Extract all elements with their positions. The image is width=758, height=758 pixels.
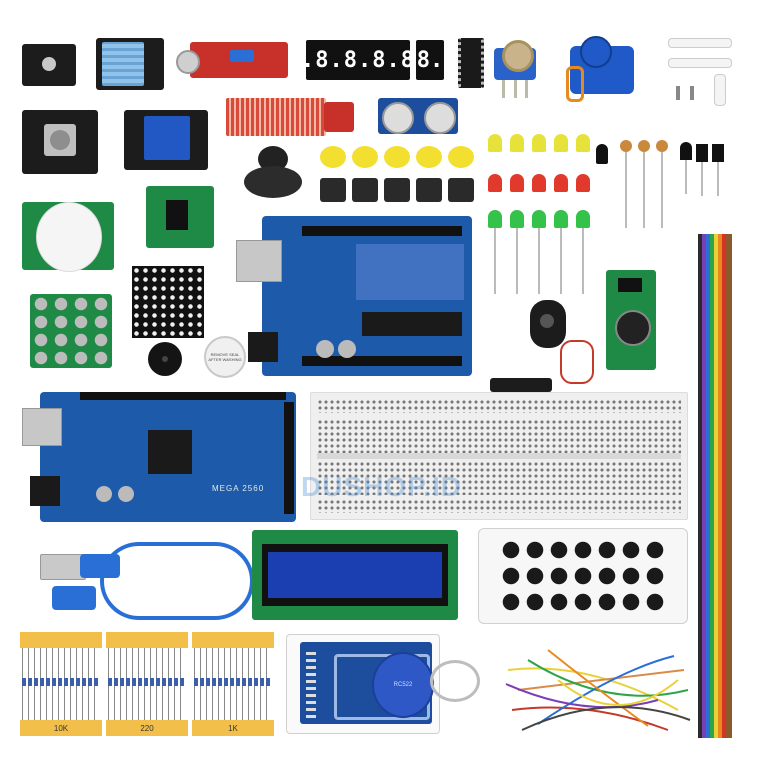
resistor-tape-label-10k: 10K [53,723,69,733]
led-matrix [132,266,204,338]
ic-chip [458,38,484,88]
resistor-tape-1k: 1K [192,632,274,736]
resistor-tape-220: 220 [106,632,188,736]
watermark-text: DUSHOP.ID [301,471,462,502]
resistor-tape-label-220: 220 [140,723,154,733]
jumper-wires-bundle [498,640,694,738]
transistors [680,142,726,198]
arduino-uno-board [236,216,472,376]
rainbow-ribbon-cable [698,234,732,738]
single-segment-digit: 8. [416,47,444,73]
ir-receiver [596,144,608,164]
water-level-sensor [226,98,356,136]
jumper-wires-drawing [505,649,691,731]
relay-module [124,110,208,170]
usb-cable [40,540,254,620]
sound-sensor-module [176,42,288,78]
breadboard: DUSHOP.ID [301,392,688,520]
rfid-keyfob-tag: RC522 [372,652,434,718]
membrane-keypad-board [30,294,112,368]
keyring [430,660,480,702]
servo-motor [566,36,638,102]
potentiometer [494,40,536,98]
rotary-encoder-module [22,110,98,174]
rfid-tag-label: RC522 [393,682,413,688]
single-segment-display: 8. [416,40,444,80]
light-sensor-module [22,44,76,86]
led-set [486,134,590,300]
buzzer-sticker: REMOVE SEAL AFTER WASHING [204,336,246,378]
joystick-cap [244,146,302,198]
arduino-mega-board: MEGA 2560 [22,392,296,522]
lcd-1602-module [252,530,458,620]
photoresistors [620,140,670,230]
resistor-tape-label-1k: 1K [228,723,238,733]
buzzer-label: REMOVE SEAL AFTER WASHING [208,352,242,362]
buzzer [148,342,182,376]
pir-motion-sensor [22,202,114,272]
segment-digits: 8.8.8.8.8. [286,47,430,73]
servo-horns [668,34,738,110]
ultrasonic-sensor [378,98,458,134]
dc-barrel-plug [490,378,552,392]
humidity-sensor-module [96,38,164,90]
battery-clip [530,300,594,390]
seven-segment-display: 8.8.8.8.8. [287,40,428,80]
resistor-tape-10k: 10K [20,632,102,736]
push-buttons [316,146,474,206]
ir-remote [478,528,688,624]
mega-board-label: MEGA 2560 [212,484,265,493]
stepper-driver-board [146,186,214,248]
rtc-module [606,270,656,370]
